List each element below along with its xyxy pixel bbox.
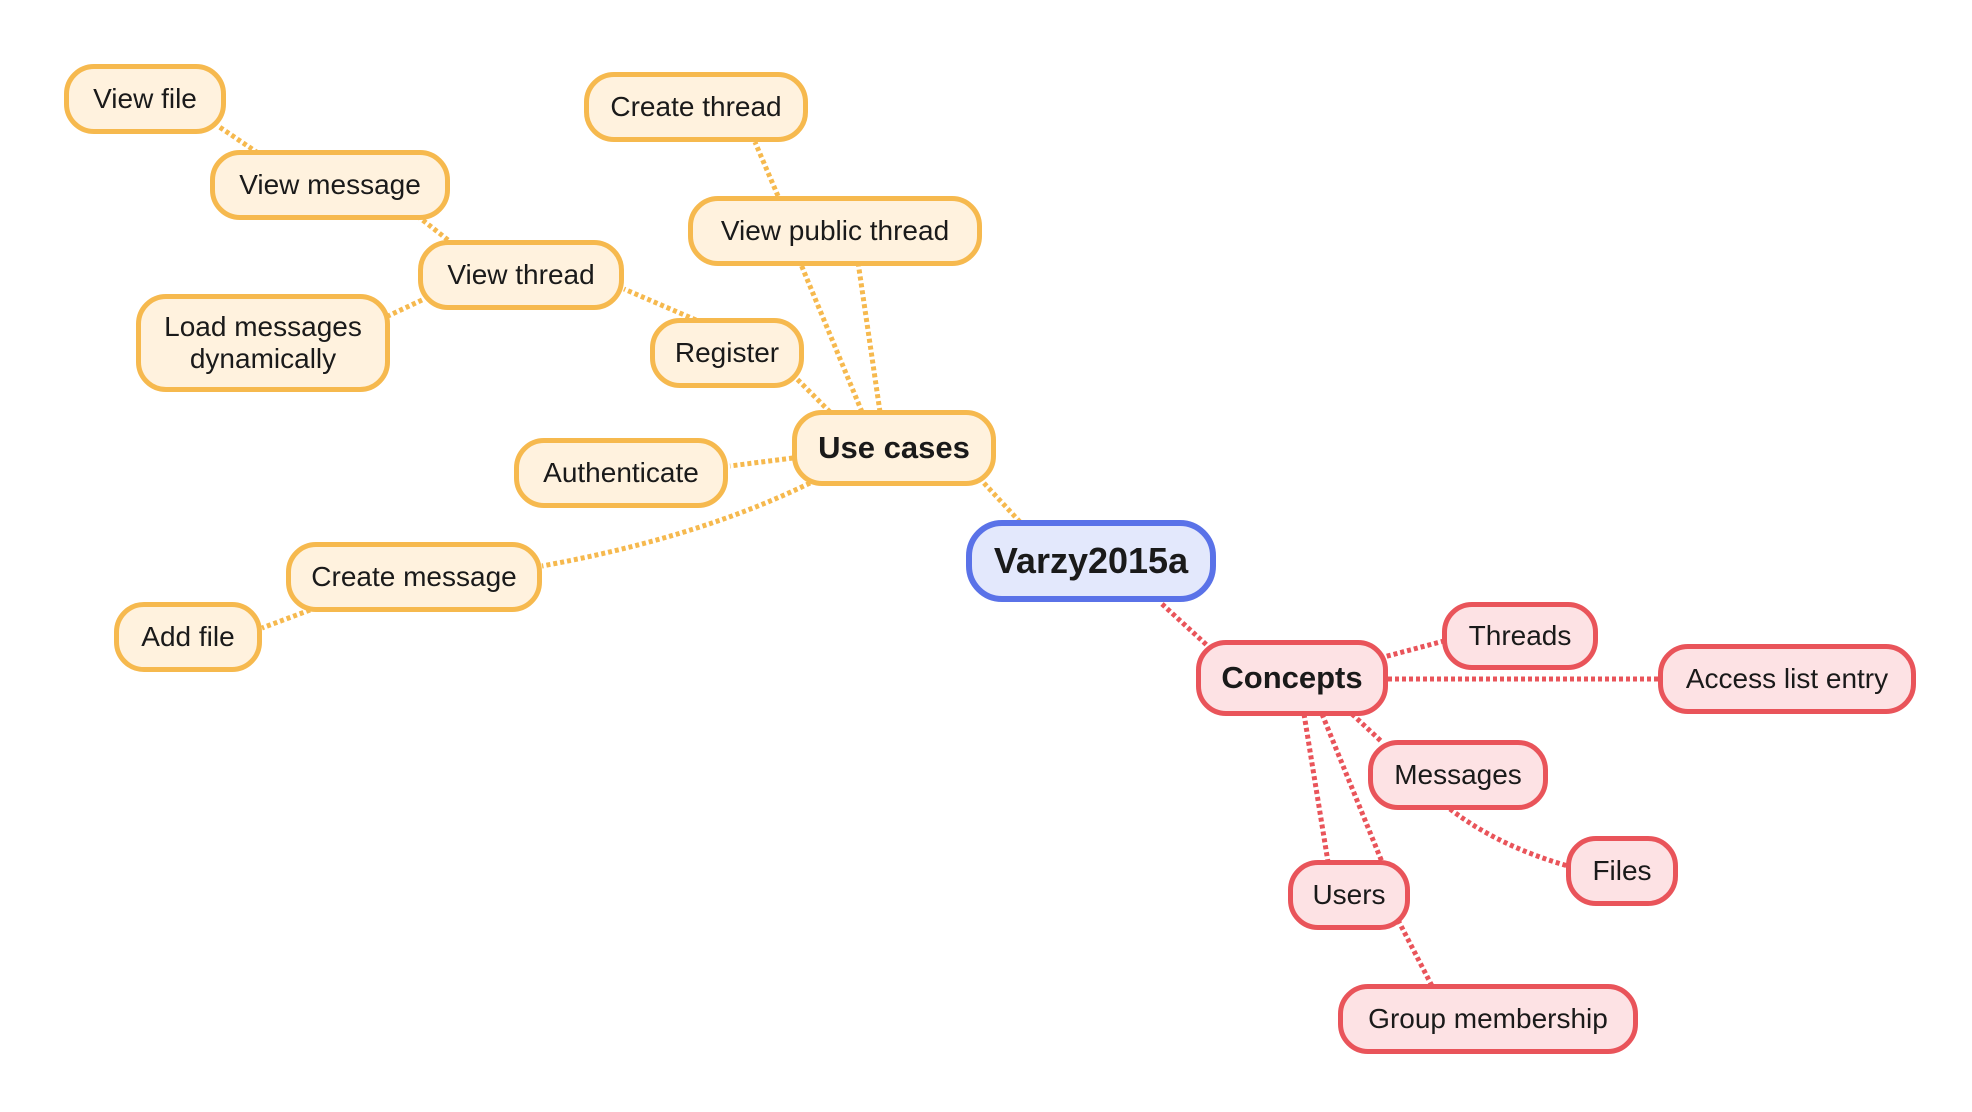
users-node[interactable]: Users — [1288, 860, 1410, 930]
register-node[interactable]: Register — [650, 318, 804, 388]
edge-messages-files — [1448, 807, 1569, 869]
view-file-node[interactable]: View file — [64, 64, 226, 134]
edge-view-public-thread-create-thread — [752, 141, 781, 197]
messages-node[interactable]: Messages — [1368, 740, 1548, 810]
access-list-entry-node[interactable]: Access list entry — [1658, 644, 1916, 714]
add-file-node[interactable]: Add file — [114, 602, 262, 672]
view-message-node[interactable]: View message — [210, 150, 450, 220]
create-message-node[interactable]: Create message — [286, 542, 542, 612]
edge-view-thread-load-messages — [386, 297, 424, 319]
view-public-thread-node[interactable]: View public thread — [688, 196, 982, 266]
edge-use-cases-view-public-thread-2 — [855, 261, 883, 413]
edge-view-message-view-file — [216, 123, 260, 156]
edge-create-message-add-file — [261, 607, 311, 631]
edge-root-use-cases — [968, 466, 1022, 524]
files-node[interactable]: Files — [1566, 836, 1678, 906]
concepts-node[interactable]: Concepts — [1196, 640, 1388, 716]
edge-use-cases-register — [794, 376, 832, 414]
edge-concepts-users-1 — [1301, 713, 1331, 863]
threads-node[interactable]: Threads — [1442, 602, 1598, 670]
edge-use-cases-authenticate — [729, 455, 794, 469]
create-thread-node[interactable]: Create thread — [584, 72, 808, 142]
edge-use-cases-view-public-thread-1 — [797, 261, 865, 413]
edge-use-cases-create-message — [541, 480, 812, 569]
edge-root-concepts — [1160, 602, 1212, 650]
edge-concepts-messages — [1350, 712, 1384, 744]
edge-concepts-threads — [1379, 638, 1445, 661]
edge-concepts-users-2 — [1319, 713, 1385, 863]
group-membership-node[interactable]: Group membership — [1338, 984, 1638, 1054]
load-messages-dynamically-node[interactable]: Load messages dynamically — [136, 294, 390, 392]
use-cases-node[interactable]: Use cases — [792, 410, 996, 486]
root-node[interactable]: Varzy2015a — [966, 520, 1216, 602]
edge-users-group-membership — [1395, 918, 1435, 988]
view-thread-node[interactable]: View thread — [418, 240, 624, 310]
authenticate-node[interactable]: Authenticate — [514, 438, 728, 508]
edge-register-view-thread — [623, 286, 697, 323]
edge-view-thread-view-message — [418, 216, 450, 242]
